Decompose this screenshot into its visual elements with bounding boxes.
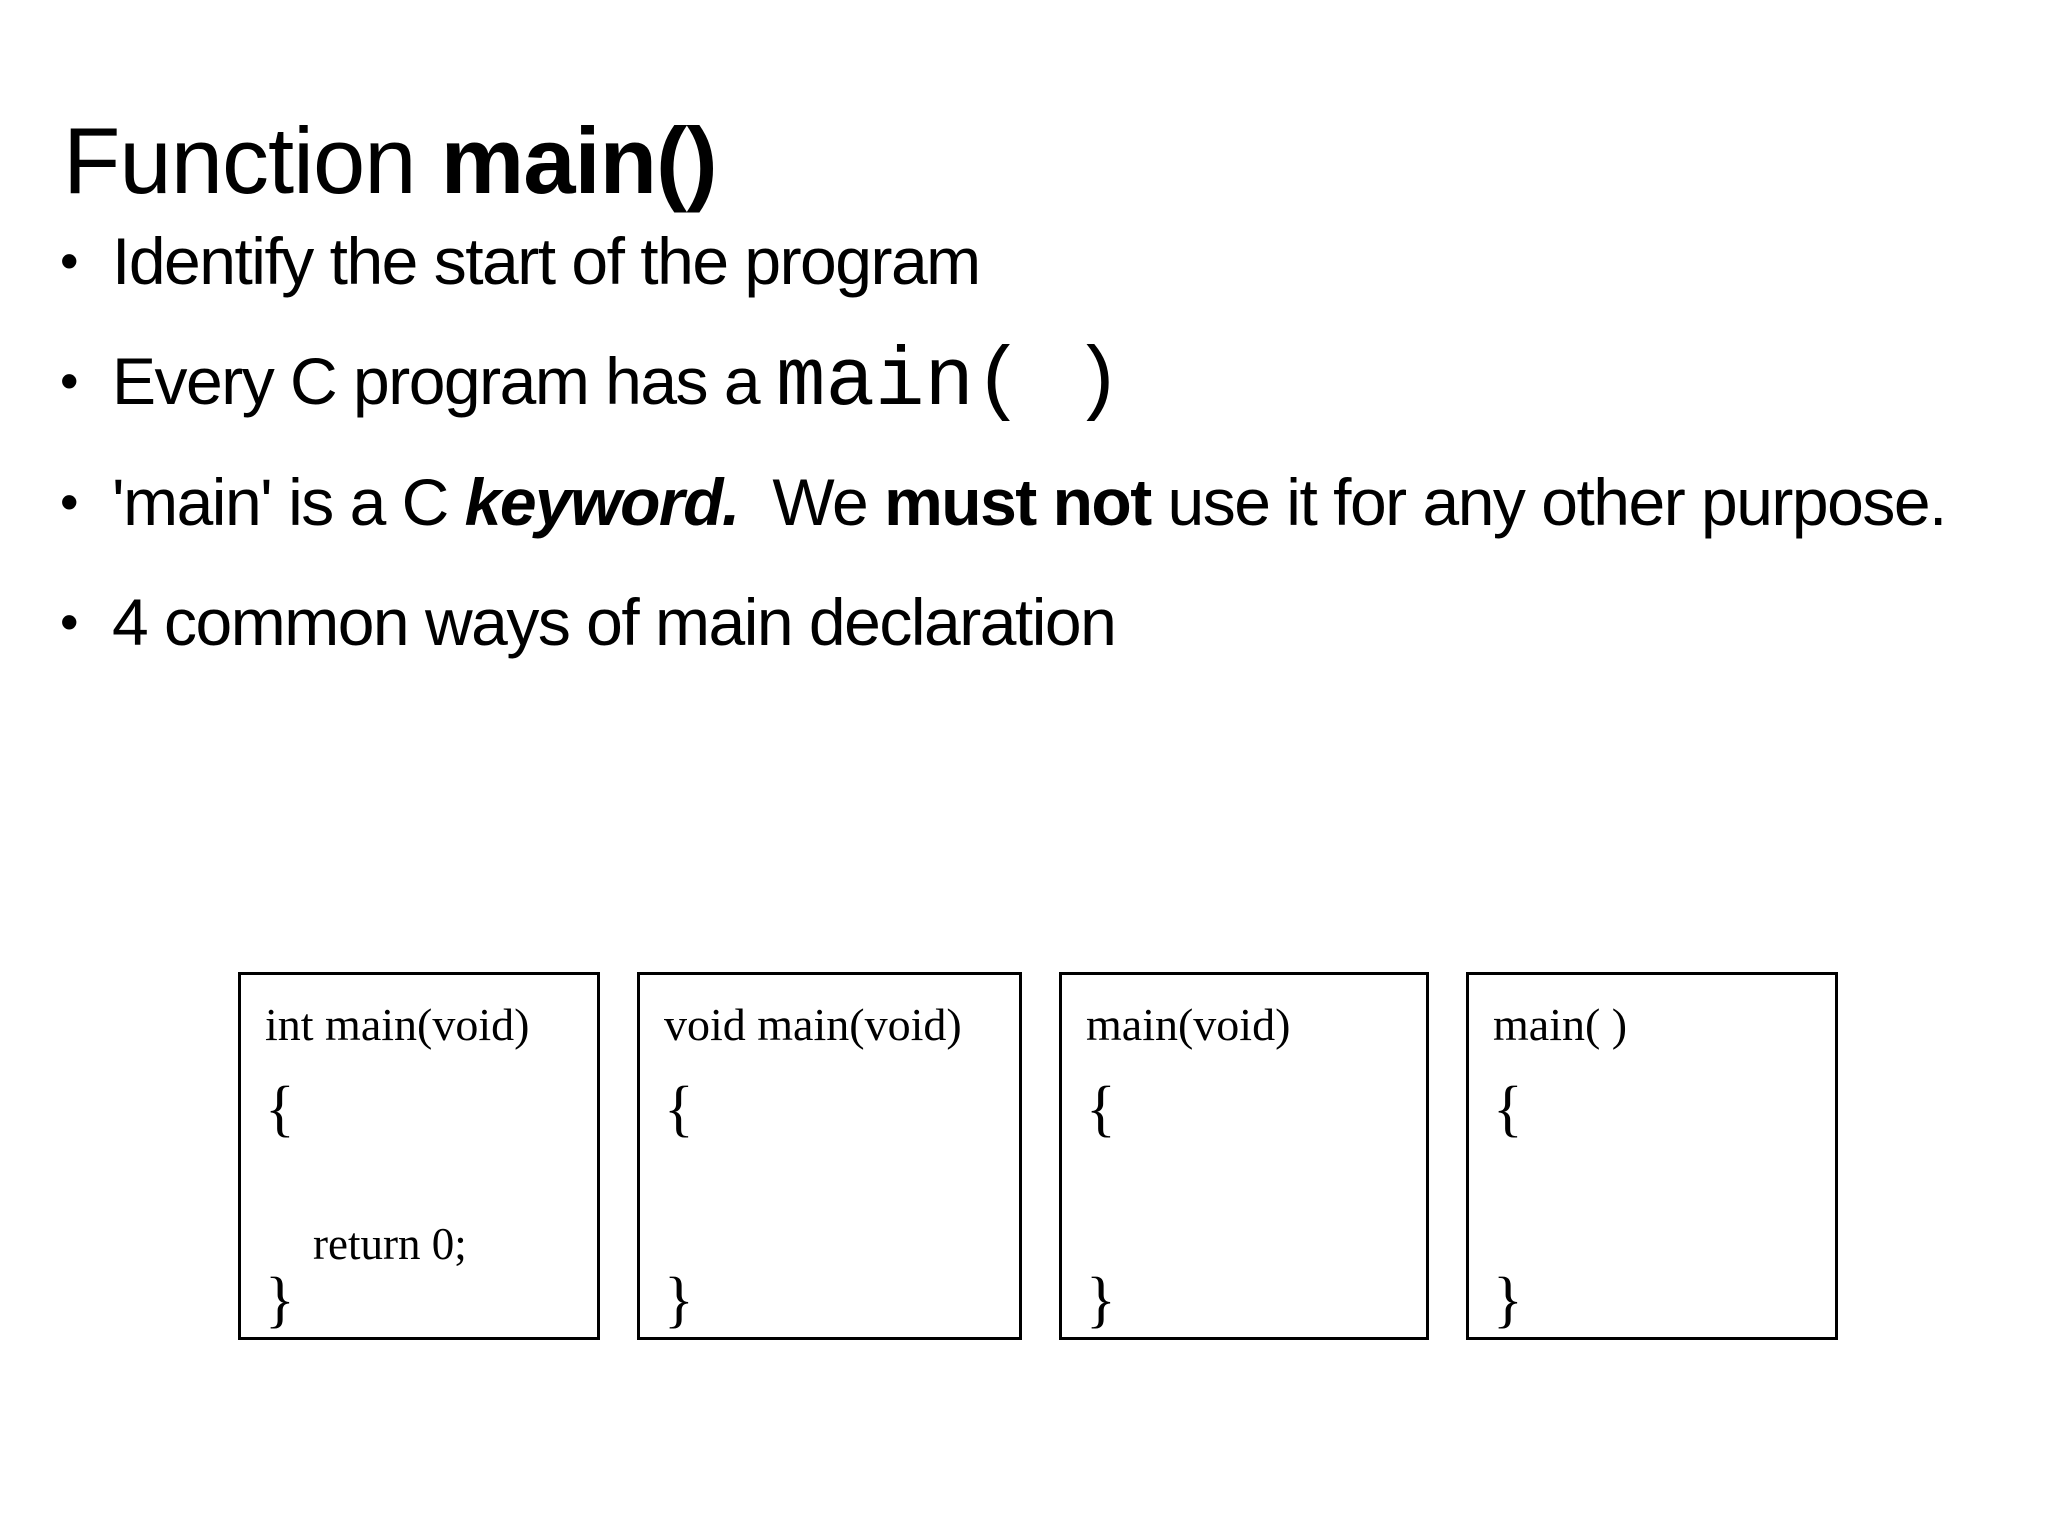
- slide-title: Function main(): [63, 107, 718, 213]
- bullet-3-part-1: 'main' is a C: [112, 465, 465, 539]
- bullet-icon: •: [60, 473, 78, 532]
- code-spacer: [664, 1140, 1003, 1269]
- close-brace: }: [664, 1266, 694, 1334]
- close-brace: }: [1493, 1266, 1523, 1334]
- bullet-list: • Identify the start of the program • Ev…: [60, 214, 1990, 695]
- open-brace: {: [664, 1074, 694, 1143]
- bullet-text-3: 'main' is a C keyword. We must not use i…: [112, 455, 1952, 550]
- close-brace: }: [265, 1266, 295, 1334]
- bullet-item-1: • Identify the start of the program: [60, 214, 1990, 309]
- code-box-row: int main(void) { return 0; } void main(v…: [238, 972, 1838, 1340]
- bullet-icon: •: [60, 352, 78, 411]
- code-declaration: void main(void): [664, 999, 962, 1050]
- bullet-3-part-2: We: [738, 465, 885, 539]
- code-spacer: [265, 1140, 581, 1220]
- code-spacer: [1086, 1140, 1410, 1269]
- code-declaration: main(void): [1086, 999, 1291, 1050]
- bullet-item-3: • 'main' is a C keyword. We must not use…: [60, 455, 1990, 550]
- bullet-text-2: Every C program has a main( ): [112, 334, 1952, 430]
- code-declaration: int main(void): [265, 999, 530, 1050]
- slide-title-bold: main(): [440, 107, 718, 213]
- slide-title-normal: Function: [63, 107, 441, 213]
- bullet-3-part-3: use it for any other purpose.: [1150, 465, 1948, 539]
- code-box-main-void: main(void) { }: [1059, 972, 1429, 1340]
- open-brace: {: [1086, 1074, 1116, 1143]
- bullet-2-prefix: Every C program has a: [112, 344, 776, 418]
- inline-code-main: main( ): [775, 335, 1123, 429]
- must-not-emphasis: must not: [884, 465, 1152, 539]
- bullet-item-2: • Every C program has a main( ): [60, 334, 1990, 430]
- bullet-icon: •: [60, 593, 78, 652]
- code-box-main-empty: main( ) { }: [1466, 972, 1838, 1340]
- bullet-text-1: Identify the start of the program: [112, 224, 981, 298]
- bullet-text-4: 4 common ways of main declaration: [112, 585, 1117, 659]
- code-box-void-main-void: void main(void) { }: [637, 972, 1022, 1340]
- keyword-emphasis: keyword.: [464, 465, 741, 539]
- bullet-item-4: • 4 common ways of main declaration: [60, 575, 1990, 670]
- code-body: return 0;: [313, 1218, 467, 1269]
- code-box-int-main-void: int main(void) { return 0; }: [238, 972, 600, 1340]
- code-spacer: [1493, 1140, 1819, 1269]
- close-brace: }: [1086, 1266, 1116, 1334]
- bullet-icon: •: [60, 232, 78, 291]
- code-declaration: main( ): [1493, 999, 1628, 1050]
- open-brace: {: [1493, 1074, 1523, 1143]
- open-brace: {: [265, 1074, 295, 1143]
